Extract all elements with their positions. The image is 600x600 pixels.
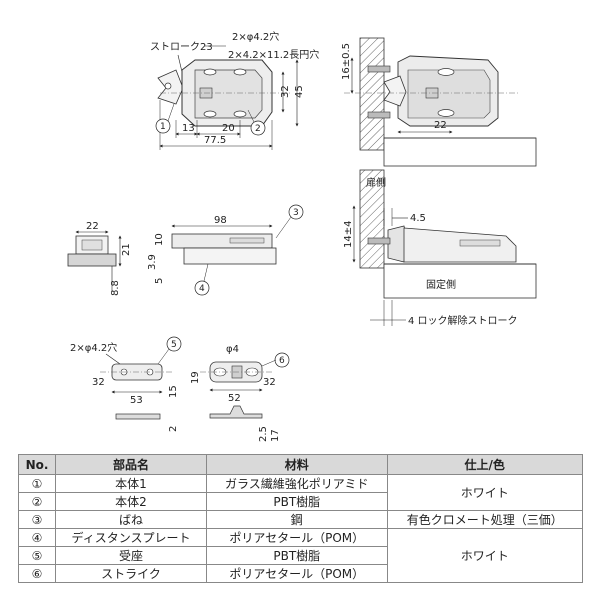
dim-22-cab: 22 [434,120,447,131]
strike-view: φ4 19 52 32 2.5 17 6 [190,344,290,442]
cell-part-name: 本体2 [55,492,207,511]
cell-finish-chromate: 有色クロメート処理（三価） [386,510,583,529]
header-part-name: 部品名 [55,454,207,475]
callout-1-text: 1 [160,122,166,132]
dim-13: 13 [182,123,195,134]
table-row: ④ ディスタンスプレート ポリアセタール（POM） ホワイト [18,528,583,583]
cell-part-name: 本体1 [55,474,207,493]
callout-3 [288,204,304,220]
cell-no: ④ [18,528,56,547]
cell-material: ポリアセタール（POM） [206,528,388,547]
cell-material: ポリアセタール（POM） [206,564,388,583]
dim-19: 19 [190,371,201,384]
cell-no: ⑥ [18,564,56,583]
dim-22-spacer: 22 [86,221,99,232]
label-dia-4: φ4 [226,344,239,355]
cabinet-view: 16±0.5 22 [341,37,537,167]
cell-no: ③ [18,510,56,529]
seat-view: 2×φ4.2穴 32 53 15 2 5 [70,336,182,432]
cell-part-name: 受座 [55,546,207,565]
dim-14: 14±4 [343,221,354,248]
cell-part-name: ディスタンスプレート [55,528,207,547]
label-hole-top: 2×φ4.2穴 [232,30,279,43]
label-release-stroke: 4 ロック解除ストローク [408,314,518,327]
label-door-side: 扉側 [366,176,386,189]
cell-part-name: ばね [55,510,207,529]
spring-view: 98 10 3.9 5 3 4 [147,204,304,296]
top-view: ストローク23 2×φ4.2穴 2×4.2×11.2長円穴 32 45 13 [150,30,319,150]
header-no: No. [18,454,56,475]
spacer-view: 22 21 8.8 [67,221,132,296]
dim-4-5: 4.5 [410,213,426,224]
dim-53: 53 [130,395,143,406]
cell-material: ガラス繊維強化ポリアミド [206,474,388,493]
cell-material: PBT樹脂 [206,546,388,565]
dim-17: 17 [270,429,281,442]
header-finish: 仕上/色 [386,454,583,475]
dim-3-9: 3.9 [147,254,158,270]
cell-part-name: ストライク [55,564,207,583]
cell-material: 鋼 [206,510,388,529]
table-row: ① 本体1 ガラス繊維強化ポリアミド ホワイト [18,474,583,511]
technical-drawing: ストローク23 2×φ4.2穴 2×4.2×11.2長円穴 32 45 13 [67,30,537,442]
callout-5 [166,336,182,352]
dim-21: 21 [121,243,132,256]
cell-material: PBT樹脂 [206,492,388,511]
dim-32: 32 [280,85,291,98]
label-hole-seat: 2×φ4.2穴 [70,341,117,354]
dim-77-5: 77.5 [204,135,226,146]
callout-4 [194,280,210,296]
cell-finish-white: ホワイト [386,528,583,583]
callout-2 [250,120,266,136]
callout-2-text: 2 [255,124,261,134]
callout-6 [274,352,290,368]
cell-finish-white: ホワイト [386,474,583,511]
callout-6-text: 6 [279,356,285,366]
label-slot: 2×4.2×11.2長円穴 [228,48,319,61]
label-fixed-side: 固定側 [426,278,456,291]
dim-98: 98 [214,215,227,226]
table-row: ② 本体2 PBT樹脂 [18,492,583,511]
dim-2-seat: 2 [168,426,179,432]
label-stroke-23: ストローク23 [150,41,213,53]
dim-45: 45 [294,85,305,98]
callout-1 [155,118,171,134]
dim-10: 10 [154,233,165,246]
dim-16: 16±0.5 [341,43,352,80]
table-header-row: No. 部品名 材料 仕上/色 [18,454,583,475]
dim-8-8: 8.8 [110,280,121,296]
dim-15: 15 [168,385,179,398]
callout-4-text: 4 [199,284,205,294]
cell-no: ① [18,474,56,493]
dim-32-strike: 32 [263,377,276,388]
parts-table: No. 部品名 材料 仕上/色 ① 本体1 ガラス繊維強化ポリアミド ホワイト … [18,454,583,583]
dim-32-seat: 32 [92,377,105,388]
callout-3-text: 3 [293,208,299,218]
dim-2-5: 2.5 [258,426,269,442]
dim-20: 20 [222,123,235,134]
header-material: 材料 [206,454,388,475]
cell-no: ② [18,492,56,511]
cell-no: ⑤ [18,546,56,565]
dim-5: 5 [154,278,165,284]
table-row: ⑥ ストライク ポリアセタール（POM） [18,564,583,583]
table-row: ③ ばね 鋼 有色クロメート処理（三価） [18,510,583,529]
dim-52: 52 [228,393,241,404]
callout-5-text: 5 [171,340,177,350]
section-view: 扉側 固定側 4.5 14±4 4 ロック解除ストローク [343,169,537,327]
